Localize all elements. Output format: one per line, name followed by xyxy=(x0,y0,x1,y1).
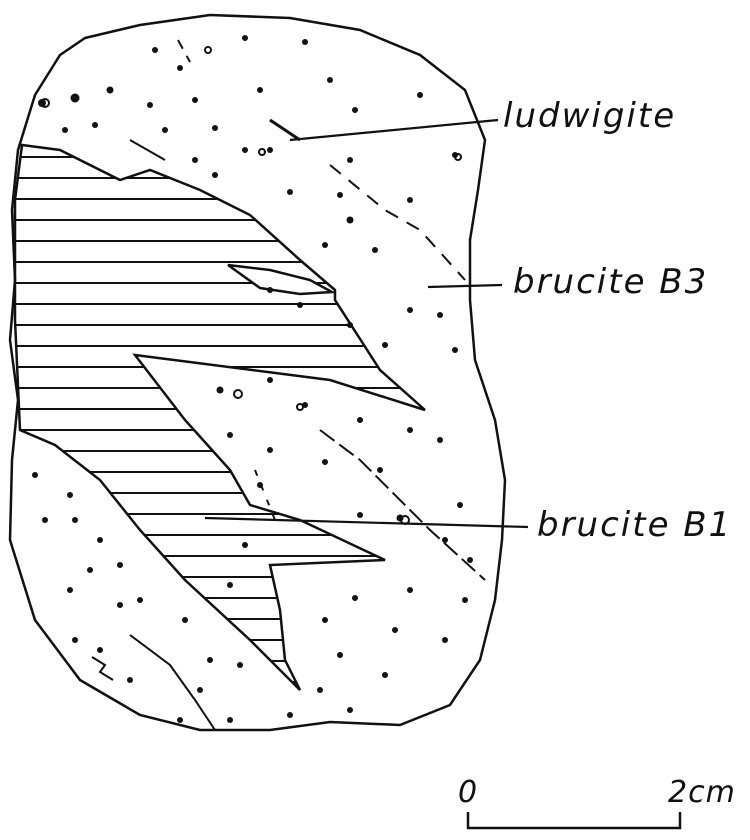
scale-bar-start-label: 0 xyxy=(458,775,478,810)
scale-bar-end-label: 2cm xyxy=(668,775,736,810)
label-brucite-b3: brucite B3 xyxy=(513,262,708,302)
scale-bar xyxy=(468,812,680,828)
label-brucite-b1: brucite B1 xyxy=(537,505,732,545)
label-ludwigite: ludwigite xyxy=(503,96,676,136)
